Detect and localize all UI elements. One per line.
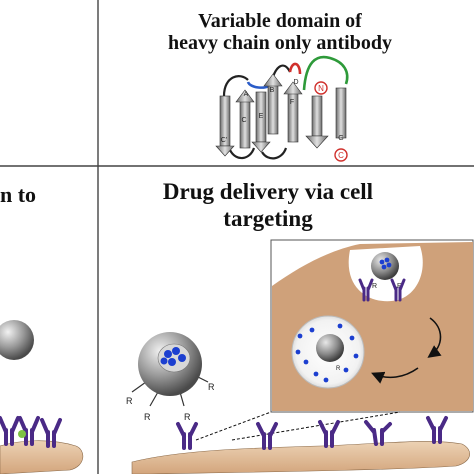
zoom-guide-left	[195, 411, 272, 441]
top-panel-title-line1: Variable domain of	[198, 10, 362, 32]
cell-antibody-4	[364, 420, 392, 446]
inset-antibody-2	[390, 278, 406, 302]
right-panel-title-line1: Drug delivery via cell	[163, 179, 373, 204]
released-drug-molecules	[295, 323, 359, 383]
cdr2-loop	[288, 62, 302, 75]
loop-bottom-left	[229, 147, 256, 160]
strand-c	[235, 89, 255, 149]
top-panel: Variable domain of heavy chain only anti…	[168, 10, 392, 162]
left-panel: n to	[0, 182, 84, 474]
inset-drug-cargo-1	[379, 257, 392, 270]
strand-f	[283, 81, 303, 143]
strand-c-prime	[215, 95, 235, 157]
bound-antigen	[18, 430, 26, 438]
left-antibody-1	[0, 416, 20, 446]
zoom-guide-right	[231, 411, 401, 441]
left-panel-title-fragment: n to	[0, 182, 36, 207]
vhh-fold-diagram: A B C D E F G C' N C	[215, 55, 349, 162]
strand-e	[251, 91, 271, 153]
drug-carrier-nanoparticle: R R R R	[126, 332, 215, 422]
loop-bottom-middle	[261, 147, 288, 160]
strand-label-b: B	[270, 87, 275, 94]
strand-g	[305, 95, 329, 149]
strand-g-end	[335, 87, 347, 139]
c-terminus-label: C	[338, 151, 344, 160]
inset-ligand-label-2: R	[397, 283, 402, 290]
zoom-inset: R R R	[270, 239, 474, 413]
left-antibody-3	[40, 418, 62, 448]
cell-antibody-3	[318, 420, 340, 448]
strand-label-c: C	[241, 117, 246, 124]
inset-ligand-label-3: R	[336, 366, 341, 372]
c-terminus-marker	[334, 148, 348, 162]
right-panel-title-line2: targeting	[223, 206, 313, 231]
ligand-label-4: R	[208, 382, 215, 392]
left-cell-surface	[0, 440, 84, 474]
cdr3-loop	[302, 55, 349, 91]
top-panel-title-line2: heavy chain only antibody	[168, 32, 392, 54]
ligand-label-3: R	[184, 412, 191, 422]
inset-ligand-label-1: R	[372, 283, 377, 290]
nanoparticle-drug-cargo	[160, 347, 186, 366]
internalization-arrow-left	[371, 367, 419, 384]
strand-label-e: E	[259, 113, 264, 120]
loop-top-left	[222, 75, 249, 97]
cell-antibody-5	[426, 416, 448, 444]
left-nanoparticle	[0, 320, 34, 360]
ligand-label-2: R	[144, 412, 151, 422]
inset-antibody-1	[358, 278, 374, 302]
left-antibody-2	[18, 416, 40, 446]
strand-label-a: A	[244, 91, 249, 98]
strand-label-g: G	[338, 135, 343, 142]
strand-label-f: F	[290, 99, 294, 106]
strand-label-c-prime: C'	[221, 137, 227, 144]
ligand-label-1: R	[126, 396, 133, 406]
cell-antibody-1	[176, 422, 198, 450]
strand-label-d: D	[293, 79, 298, 86]
target-cell-surface	[131, 441, 470, 474]
internalization-arrow-down	[427, 317, 442, 358]
right-panel: Drug delivery via cell targeting R R R	[126, 179, 474, 474]
strand-d	[263, 73, 283, 135]
n-terminus-marker	[314, 81, 328, 95]
n-terminus-label: N	[318, 84, 324, 93]
cell-antibody-2	[256, 422, 278, 450]
internalized-nanoparticle	[316, 334, 344, 362]
